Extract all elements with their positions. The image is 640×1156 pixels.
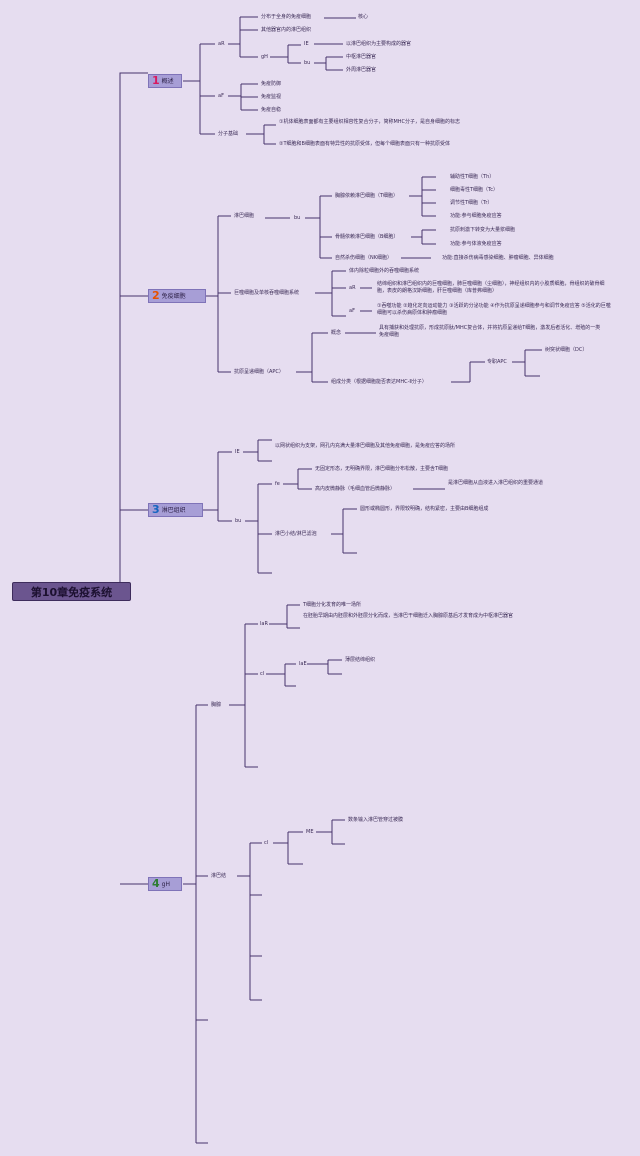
- node-label: bu: [235, 518, 242, 524]
- node-label: 免疫监视: [261, 94, 282, 100]
- section-number: 2: [152, 289, 160, 302]
- node-label: 具有捕获和处理抗原，形成抗原肽/MHC复合体，并将抗原呈递给T细胞，激发后者活化…: [379, 325, 601, 338]
- node-label: 高内皮微静脉（毛细血管后微静脉）: [315, 486, 396, 492]
- node-label: 中枢淋巴器官: [346, 54, 377, 60]
- node-label: 树突状细胞（DC）: [545, 347, 588, 353]
- node-label: 分布于全身的免疫细胞: [261, 14, 312, 20]
- section-number: 1: [152, 74, 160, 87]
- node-label: cl: [260, 671, 265, 677]
- node-label: 其他器官内的淋巴组织: [261, 27, 312, 33]
- node-label: bu: [304, 60, 311, 66]
- node-label: aR: [349, 285, 356, 291]
- section-label: 概述: [161, 78, 174, 85]
- node-label: 淋巴结: [211, 873, 227, 879]
- node-label: cl: [264, 840, 269, 846]
- node-label: aR: [218, 41, 225, 47]
- node-label: 抗原刺激下转变为大量浆细胞: [450, 227, 516, 233]
- node-label: 功能:直接杀伤病毒感染细胞、肿瘤细胞、异体细胞: [442, 255, 554, 261]
- node-label: 组成分类（根据细胞能否表达MHC-Ⅱ分子）: [331, 379, 427, 385]
- node-label: 胸腺依赖淋巴细胞（T细胞）: [335, 193, 399, 199]
- node-label: 抗原呈递细胞（APC）: [234, 369, 284, 375]
- node-label: 结缔组织和淋巴组织内的巨噬细胞，肺巨噬细胞（尘细胞），神经组织内的小胶质细胞，骨…: [377, 281, 605, 294]
- node-label: 以淋巴组织为主要构成的器官: [346, 41, 412, 47]
- section-label: 免疫细胞: [161, 293, 186, 300]
- node-label: bu: [294, 215, 301, 221]
- node-label: ①机体细胞表面都有主要组织相容性复合分子，简称MHC分子，是自身细胞的标志: [279, 119, 461, 125]
- node-label: 数条输入淋巴管穿过被膜: [348, 817, 404, 823]
- node-label: 以网状组织为支架，网孔内充满大量淋巴细胞及其他免疫细胞，是免疫应答的场所: [275, 443, 456, 449]
- node-label: laR: [260, 621, 268, 627]
- node-label: 调节性T细胞（Tr）: [450, 200, 493, 206]
- node-label: 在胚胎早期由内胚层和外胚层分化而成，当淋巴干细胞迁入胸腺原基后才发育成为中枢淋巴…: [303, 613, 514, 619]
- node-label: 功能:参与体液免疫应答: [450, 241, 502, 247]
- node-label: 细胞毒性T细胞（Tc）: [450, 187, 499, 193]
- node-label: laE: [299, 661, 307, 667]
- node-label: 外周淋巴器官: [346, 67, 377, 73]
- node-label: ②T细胞和B细胞表面有特异性的抗原受体，但每个细胞表面只有一种抗原受体: [279, 141, 450, 147]
- node-label: aF: [349, 308, 355, 314]
- node-label: 骨髓依赖淋巴细胞（B细胞）: [335, 234, 399, 240]
- node-label: 分子基础: [218, 131, 239, 137]
- node-label: 胸腺: [211, 702, 222, 708]
- node-label: 自然杀伤细胞（NK细胞）: [335, 255, 393, 261]
- node-label: 淋巴细胞: [234, 213, 255, 219]
- node-label: ①吞噬功能 ②趋化定向运动能力 ③活跃的分泌功能 ④作为抗原呈递细胞参与和调节免…: [377, 303, 611, 316]
- node-label: 体内除粒细胞外的吞噬细胞系统: [349, 268, 420, 274]
- node-label: 薄层结缔组织: [345, 657, 376, 663]
- node-label: 是淋巴细胞从血液进入淋巴组织的重要通道: [448, 480, 544, 486]
- root-title: 第10章免疫系统: [12, 582, 131, 601]
- node-label: 功能:参与细胞免疫应答: [450, 213, 502, 219]
- node-label: 辅助性T细胞（Th）: [450, 174, 495, 180]
- node-label: gH: [261, 54, 268, 60]
- section-label: gH: [161, 881, 170, 888]
- node-label: 巨噬细胞及单核吞噬细胞系统: [234, 290, 300, 296]
- node-label: fe: [275, 481, 280, 487]
- node-label: IE: [235, 449, 240, 455]
- section-number: 3: [152, 503, 160, 516]
- section-label: 淋巴组织: [161, 507, 186, 514]
- node-label: 圆形或椭圆形，界限较明确，结构紧密，主要由B细胞组成: [360, 506, 489, 512]
- node-label: 无固定形态，无明确界限，淋巴细胞分布松散，主要含T细胞: [315, 466, 449, 472]
- node-label: 专职APC: [487, 359, 507, 365]
- node-label: ME: [306, 829, 314, 835]
- node-label: 淋巴小结/淋巴滤泡: [275, 531, 317, 537]
- node-label: IE: [304, 41, 309, 47]
- node-label: 概念: [331, 330, 342, 336]
- node-label: 免疫自稳: [261, 107, 282, 113]
- section-number: 4: [152, 877, 160, 890]
- node-label: 核心: [358, 14, 369, 20]
- node-label: T细胞分化发育的唯一场所: [303, 602, 362, 608]
- node-label: 免疫防御: [261, 81, 282, 87]
- node-label: aF: [218, 93, 224, 99]
